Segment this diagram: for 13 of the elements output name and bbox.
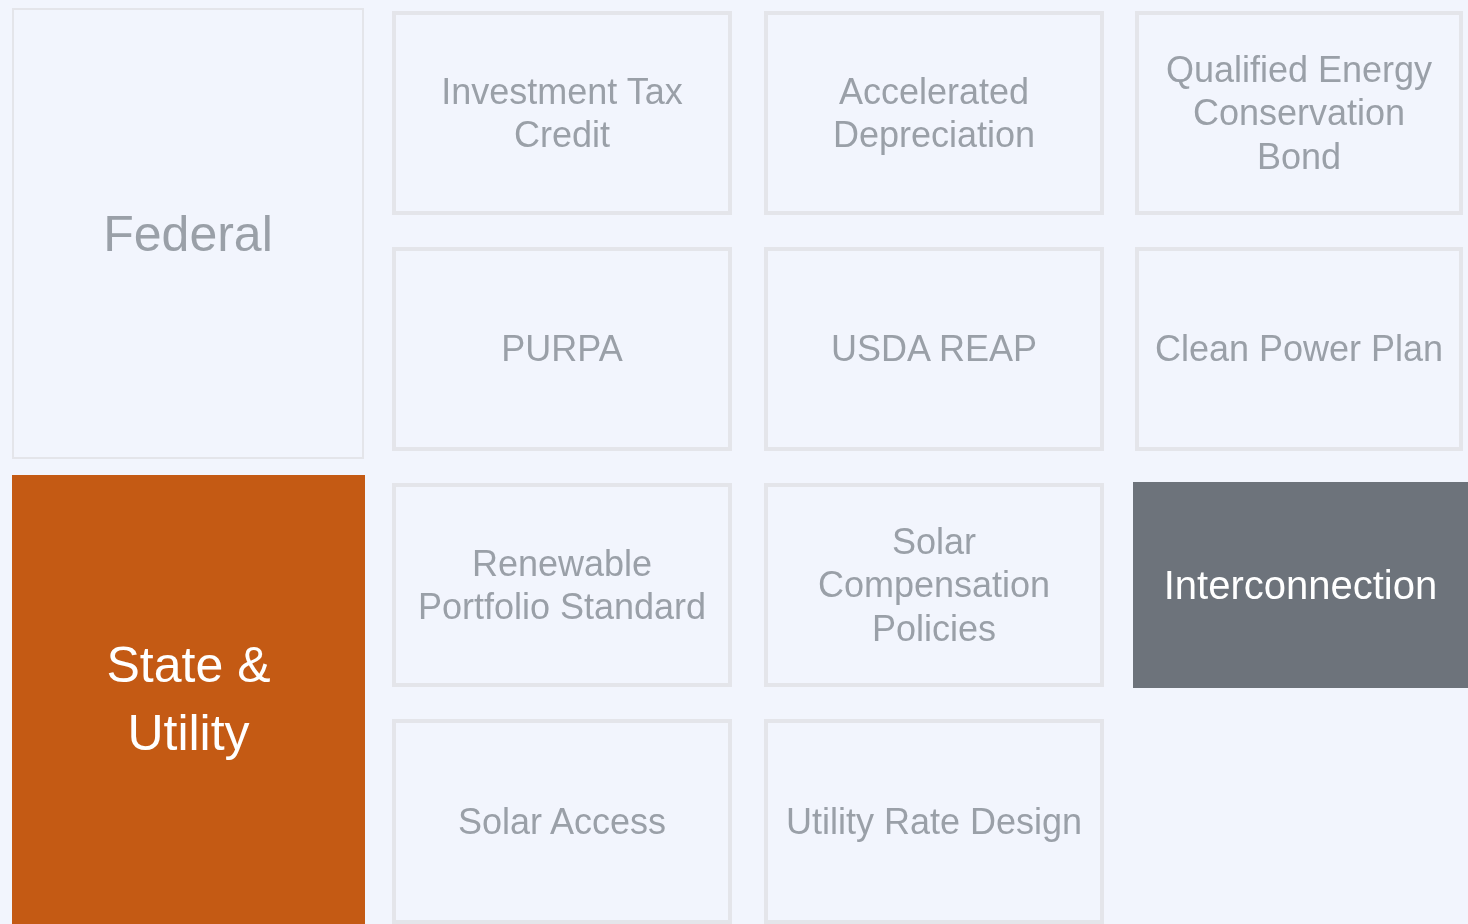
policy-tile: Solar Compensation Policies <box>764 483 1104 687</box>
policy-tile: Interconnection <box>1133 482 1468 688</box>
policy-tile: Clean Power Plan <box>1135 247 1463 451</box>
policy-tile: Investment Tax Credit <box>392 11 732 215</box>
policy-tile: USDA REAP <box>764 247 1104 451</box>
policy-tile: Utility Rate Design <box>764 719 1104 924</box>
policy-tile: Solar Access <box>392 719 732 924</box>
policy-tile: PURPA <box>392 247 732 451</box>
policy-tile: Accelerated Depreciation <box>764 11 1104 215</box>
category-panel: Federal <box>12 8 364 459</box>
policy-tile: Qualified Energy Conservation Bond <box>1135 11 1463 215</box>
policy-tile: Renewable Portfolio Standard <box>392 483 732 687</box>
category-panel: State & Utility <box>12 475 365 924</box>
